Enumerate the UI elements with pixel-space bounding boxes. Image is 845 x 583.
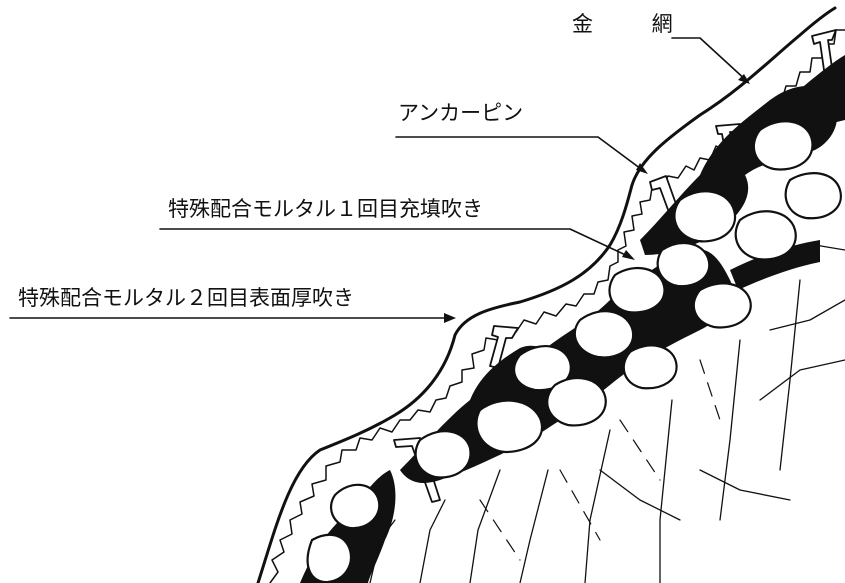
rock-block	[475, 399, 543, 454]
rock-block	[692, 282, 752, 329]
rock-joint	[814, 244, 845, 251]
rock-joint-dashed	[619, 419, 661, 481]
rock-block	[414, 430, 472, 479]
anchor-pin	[393, 437, 441, 503]
rock-block	[608, 266, 666, 314]
rock-joint-dashed	[699, 359, 721, 421]
arrowhead-mortar-2	[444, 313, 456, 323]
arrowhead-anchor-pin	[636, 163, 648, 174]
mortar-first-fill-label: 特殊配合モルタル１回目充填吹き	[168, 197, 483, 221]
rock-joint	[519, 469, 549, 583]
rock-block	[784, 172, 842, 220]
mortar-surface-line	[256, 6, 837, 583]
rock-block	[673, 190, 737, 243]
rock-joint	[584, 429, 611, 583]
rock-blocks	[306, 120, 842, 583]
rock-block	[546, 376, 607, 427]
leader-lines	[9, 37, 749, 319]
leader-line-anchor-pin	[395, 136, 646, 173]
rock-joint-dashed	[479, 499, 521, 561]
rock-joint	[599, 469, 681, 521]
rock-block	[573, 310, 635, 359]
rock-joint	[699, 469, 791, 501]
rock-joint	[719, 339, 741, 521]
rock-block	[306, 533, 352, 583]
rock-block	[752, 120, 814, 171]
wire-mesh-label: 金 網	[572, 12, 699, 36]
rock-block	[622, 344, 678, 390]
rock-block	[330, 483, 381, 530]
rock-joint	[779, 279, 801, 471]
rock-joint	[419, 499, 446, 583]
rock-joint	[759, 359, 845, 401]
leader-line-wire-mesh	[671, 37, 749, 83]
rock-joints-dashed	[479, 359, 721, 561]
mortar-second-surface-label: 特殊配合モルタル２回目表面厚吹き	[18, 286, 354, 310]
rock-joint-dashed	[559, 469, 601, 541]
mortar-fill	[730, 240, 820, 290]
mortar-fill	[760, 55, 845, 135]
arrowhead-mortar-1	[622, 250, 635, 260]
rock-joint	[769, 299, 845, 331]
rock-block	[734, 210, 797, 261]
rock-joint	[469, 469, 501, 583]
anchor-pin-label: アンカーピン	[398, 101, 524, 125]
rock-block	[656, 241, 711, 288]
rock-joint	[659, 399, 673, 583]
rock-joint	[369, 519, 396, 583]
leader-line-mortar-1	[159, 228, 633, 259]
rock-joints	[369, 244, 845, 583]
